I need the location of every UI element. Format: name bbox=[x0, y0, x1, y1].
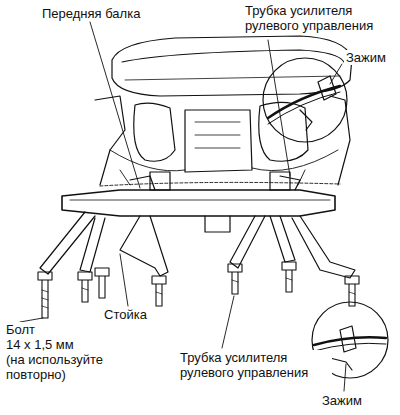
part-label: Трубка усилителя рулевого управления bbox=[243, 3, 397, 33]
dimension-label: 14 x 1,5 мм bbox=[4, 337, 76, 352]
part-label: Болт bbox=[4, 322, 37, 337]
part-label: Трубка усилителя рулевого управления bbox=[178, 350, 332, 380]
part-label: Передняя балка bbox=[40, 6, 142, 21]
part-label: Стойка bbox=[102, 307, 149, 322]
part-label: Зажим bbox=[344, 50, 388, 65]
note-label: (на используйте повторно) bbox=[4, 352, 120, 382]
part-label: Зажим bbox=[320, 393, 364, 408]
